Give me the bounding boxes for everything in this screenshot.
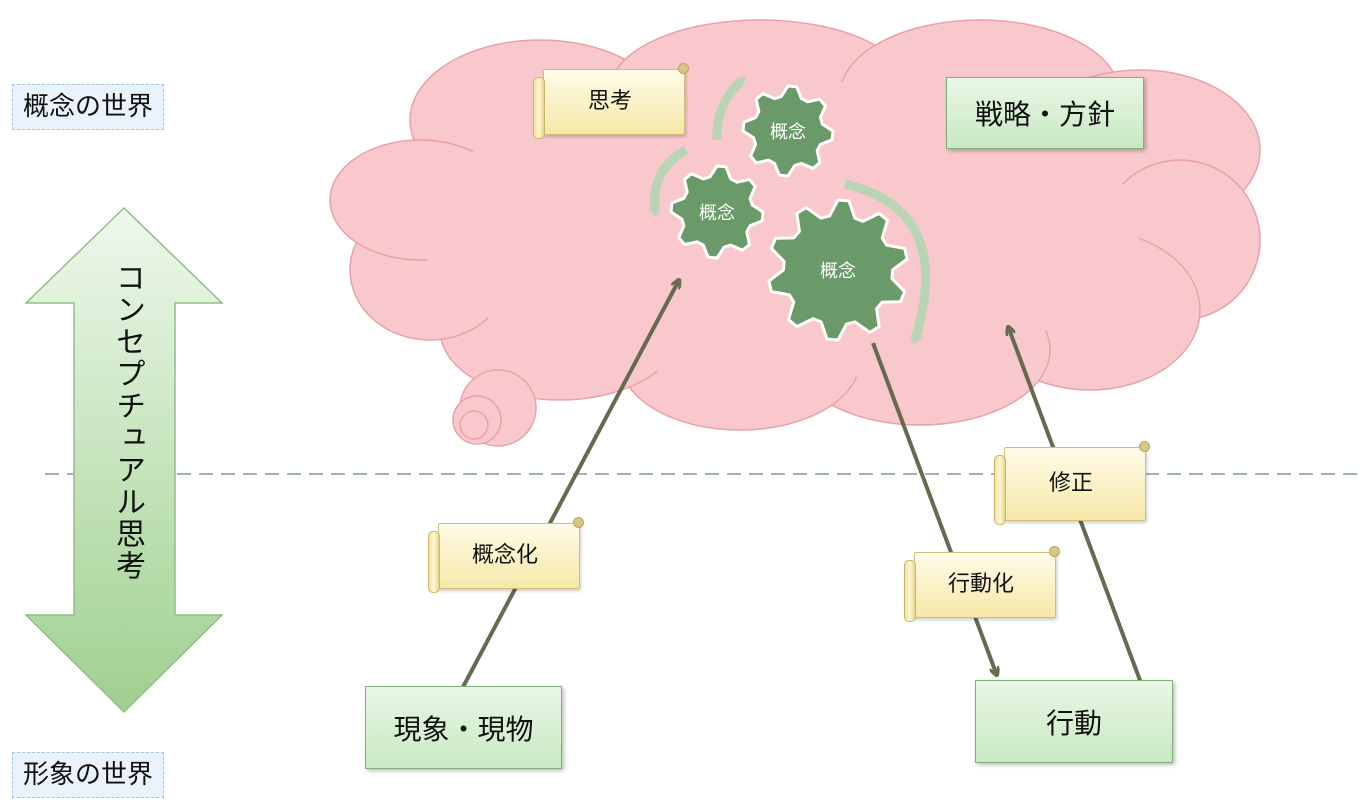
scroll-knob-icon <box>1139 441 1150 452</box>
scroll-knob-icon <box>1049 546 1060 557</box>
conceptualize-arrow <box>461 282 678 688</box>
thought-scroll: 思考 <box>531 63 689 139</box>
strategy-box: 戦略・方針 <box>946 77 1144 149</box>
thought-label: 思考 <box>587 89 632 114</box>
conceptualize-scroll: 概念化 <box>426 517 584 593</box>
gear-right-icon <box>767 198 909 342</box>
phenomenon-box: 現象・現物 <box>365 686 562 769</box>
revise-scroll: 修正 <box>992 441 1150 525</box>
gear-left-icon <box>669 164 765 260</box>
scroll-knob-icon <box>678 63 689 74</box>
actionize-scroll: 行動化 <box>902 546 1060 622</box>
scroll-knob-icon <box>573 517 584 528</box>
gear-group <box>669 84 909 342</box>
conceptual-thinking-label: コンセプチュアル思考 <box>110 262 145 582</box>
rotation-arrow-right <box>843 179 931 346</box>
gear-top-icon <box>741 84 835 178</box>
gear-label-left: 概念 <box>699 203 735 224</box>
action-box: 行動 <box>975 680 1173 763</box>
rotation-arrow-top <box>712 75 747 141</box>
gear-label-top: 概念 <box>770 122 806 143</box>
rotation-arrow-left <box>648 146 689 218</box>
conceptual-thinking-double-arrow <box>24 206 224 714</box>
conceptualize-label: 概念化 <box>471 543 538 568</box>
actionize-arrow <box>871 342 996 673</box>
form-world-label: 形象の世界 <box>12 752 165 798</box>
actionize-label: 行動化 <box>947 572 1014 597</box>
concept-world-label: 概念の世界 <box>12 84 165 130</box>
revise-label: 修正 <box>1048 471 1093 496</box>
gear-label-right: 概念 <box>820 261 856 282</box>
